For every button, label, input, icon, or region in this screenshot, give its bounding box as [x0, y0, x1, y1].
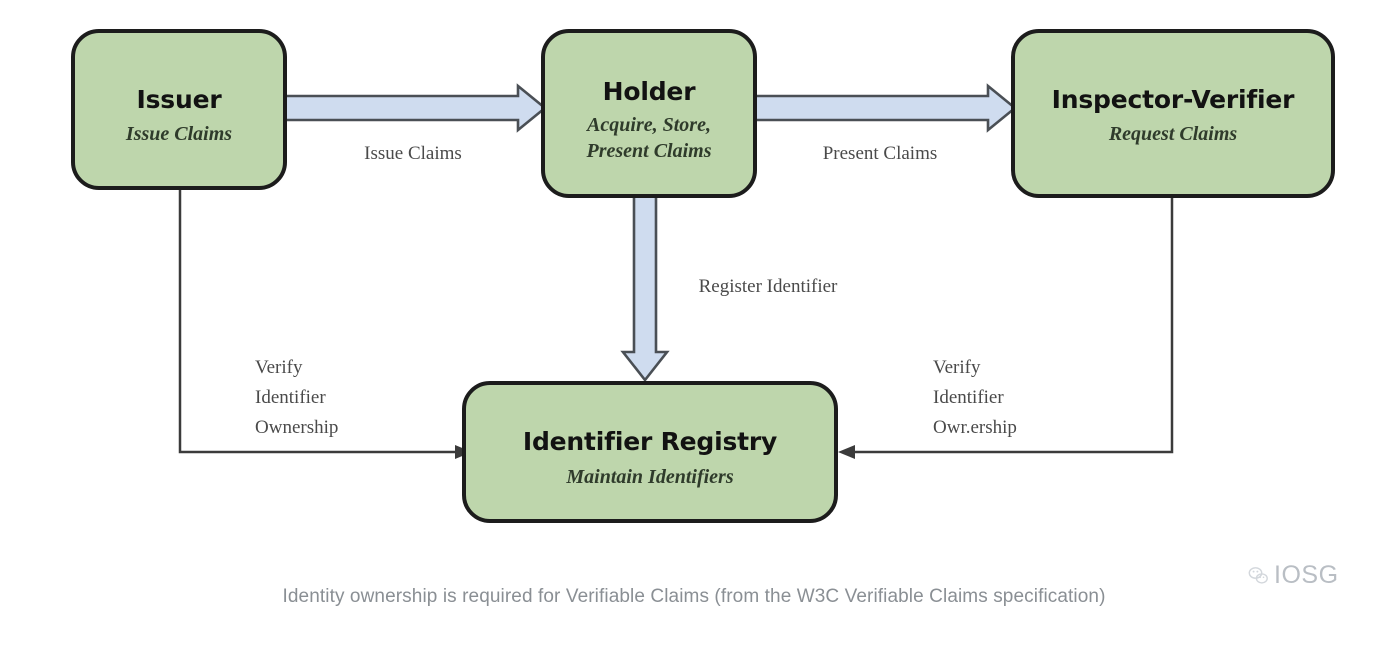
node-issuer-shape[interactable] — [71, 29, 287, 190]
node-identifier-registry-title: Identifier Registry — [523, 427, 777, 456]
node-identifier-registry-shape[interactable] — [462, 381, 838, 523]
diagram-caption: Identity ownership is required for Verif… — [282, 586, 1106, 607]
node-inspector-verifier-subtitle-line-1: Request Claims — [1108, 123, 1238, 145]
edge-verify-identifier-ownership-right — [838, 196, 1174, 459]
node-inspector-verifier-title: Inspector-Verifier — [1052, 85, 1295, 114]
edge-label-left-line-2: Identifier — [255, 387, 326, 408]
node-identifier-registry-subtitle-line-1: Maintain Identifiers — [565, 466, 733, 488]
block-arrow-issue-claims — [283, 83, 548, 133]
node-inspector-verifier-shape[interactable] — [1011, 29, 1335, 198]
node-issuer[interactable]: Issuer Issue Claims — [71, 29, 287, 190]
node-issuer-title: Issuer — [137, 85, 223, 114]
block-arrow-icon — [753, 83, 1018, 133]
edge-label-register-identifier: Register Identifier — [699, 276, 838, 297]
edge-label-left-line-1: Verify — [255, 357, 303, 378]
watermark: IOSG — [1246, 561, 1339, 590]
node-inspector-verifier[interactable]: Inspector-Verifier Request Claims — [1011, 29, 1335, 198]
watermark-label: IOSG — [1274, 561, 1339, 589]
block-arrow-present-claims — [753, 83, 1018, 133]
node-holder[interactable]: Holder Acquire, Store, Present Claims — [541, 29, 757, 198]
node-identifier-registry[interactable]: Identifier Registry Maintain Identifiers — [462, 381, 838, 523]
node-issuer-subtitle-line-1: Issue Claims — [125, 123, 232, 145]
block-arrow-icon — [283, 83, 548, 133]
edge-label-left-line-3: Ownership — [255, 417, 338, 438]
block-arrow-icon — [620, 194, 670, 383]
node-holder-subtitle-line-1: Acquire, Store, — [585, 114, 711, 136]
arrowhead-icon — [838, 445, 855, 459]
node-holder-subtitle-line-2: Present Claims — [585, 140, 711, 162]
edge-label-right-line-1: Verify — [933, 357, 981, 378]
thin-line-path-left — [178, 188, 455, 454]
edge-label-right-line-3: Owr.ership — [933, 417, 1017, 438]
edge-label-present-claims: Present Claims — [823, 143, 938, 164]
edge-label-issue-claims: Issue Claims — [364, 143, 462, 164]
block-arrow-register-identifier — [620, 194, 670, 383]
thin-line-path-right — [855, 196, 1174, 454]
edge-label-right-line-2: Identifier — [933, 387, 1004, 408]
node-holder-shape[interactable] — [541, 29, 757, 198]
node-holder-title: Holder — [603, 77, 697, 106]
wechat-logo-icon — [1246, 564, 1270, 588]
edge-label-verify-identifier-ownership-left: Verify Identifier Ownership — [255, 357, 338, 438]
edge-label-verify-identifier-ownership-right: Verify Identifier Owr.ership — [933, 357, 1017, 438]
